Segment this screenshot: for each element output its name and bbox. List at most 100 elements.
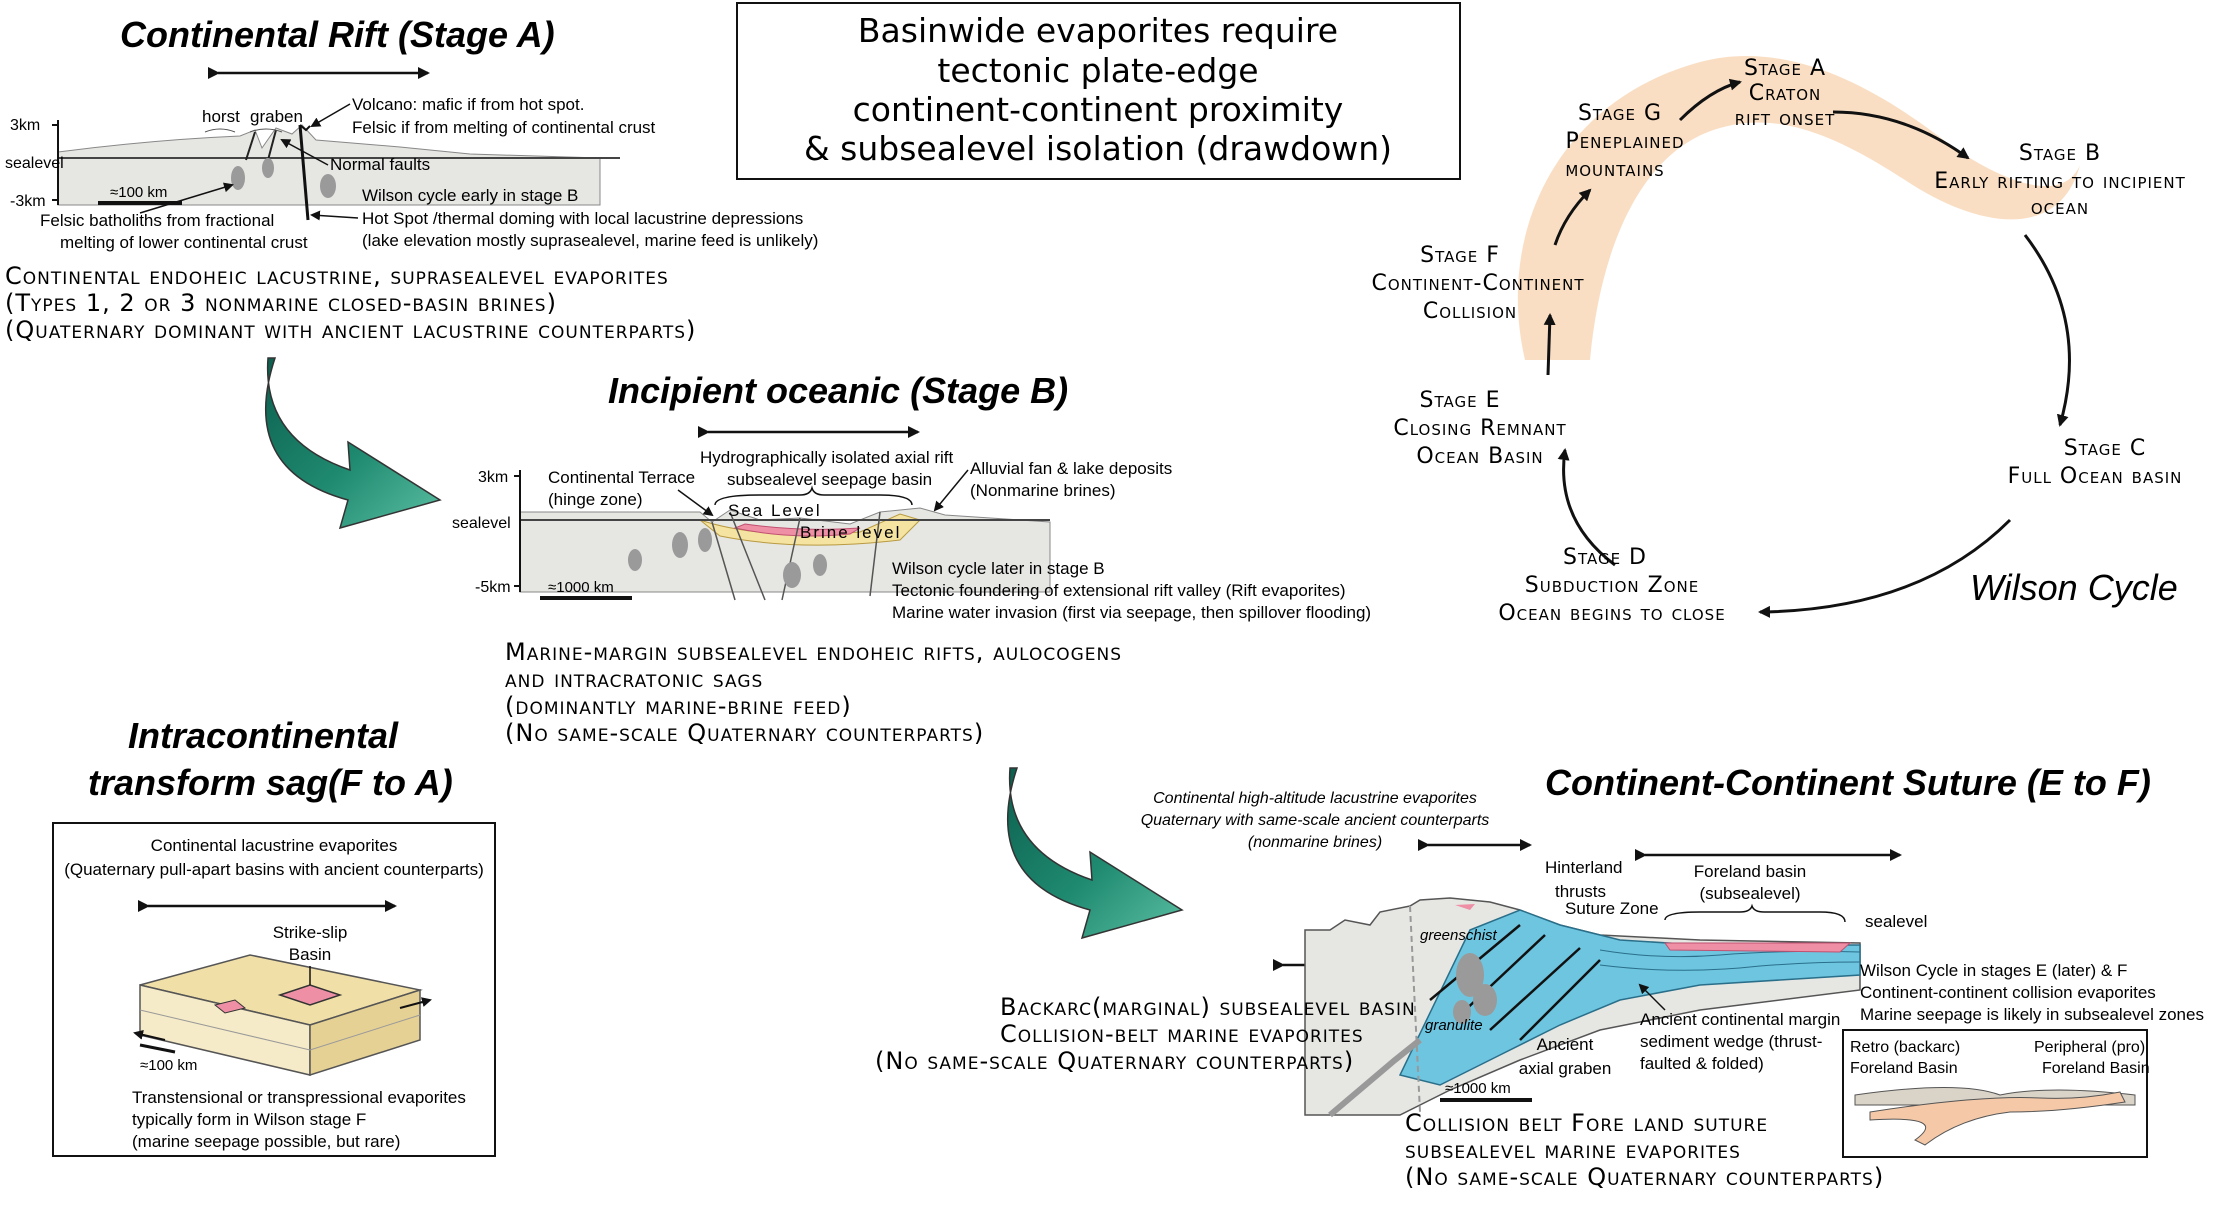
- stage-b-note-3: Marine water invasion (first via seepage…: [892, 603, 1371, 622]
- transform-note-2: typically form in Wilson stage F: [132, 1110, 366, 1129]
- stage-b-axis-mid: sealevel: [452, 515, 511, 532]
- cycle-stage-e: Stage E Closing Remnant Ocean Basin: [1393, 388, 1565, 469]
- svg-text:Ocean Basin: Ocean Basin: [1416, 444, 1543, 469]
- stage-b-terrace-1: Continental Terrace: [548, 468, 695, 487]
- svg-text:Craton: Craton: [1749, 81, 1821, 106]
- svg-text:Subduction Zone: Subduction Zone: [1525, 573, 1699, 598]
- stage-b-title: Incipient oceanic (Stage B): [608, 370, 1068, 411]
- stage-a-scale-label: ≈100 km: [110, 184, 167, 201]
- transform-basin-1: Strike-slip: [273, 923, 348, 942]
- transform-box-1: Continental lacustrine evaporites: [151, 836, 398, 855]
- stage-b-scale-label: ≈1000 km: [548, 579, 614, 596]
- svg-text:Stage B: Stage B: [2019, 141, 2101, 166]
- svg-text:Full Ocean basin: Full Ocean basin: [2008, 464, 2183, 489]
- svg-text:Early rifting to incipient: Early rifting to incipient: [1934, 169, 2186, 194]
- inset-peri-2: Foreland Basin: [2042, 1060, 2150, 1077]
- suture-sealevel: sealevel: [1865, 912, 1927, 931]
- stage-b-brine-level: Brine level: [800, 523, 901, 542]
- suture-foreland-caption-2: subsealevel marine evaporites: [1405, 1136, 1741, 1164]
- stage-b-axis-top: 3km: [478, 469, 508, 486]
- stage-b-caption-2: and intracratonic sags: [505, 665, 763, 693]
- stage-a-hotspot-2: (lake elevation mostly suprasealevel, ma…: [362, 231, 818, 250]
- stage-b-panel: Incipient oceanic (Stage B) 3km sealevel…: [452, 370, 1371, 747]
- svg-text:Stage A: Stage A: [1744, 56, 1826, 81]
- header-line-3: continent-continent proximity: [853, 90, 1344, 129]
- suture-foreland-1: Foreland basin: [1694, 862, 1806, 881]
- inset-peri-1: Peripheral (pro): [2034, 1039, 2145, 1056]
- stage-b-hydro-2: subsealevel seepage basin: [727, 470, 932, 489]
- suture-graben-1: Ancient: [1537, 1035, 1594, 1054]
- stage-a-caption-2: (Types 1, 2 or 3 nonmarine closed-basin …: [5, 289, 557, 317]
- svg-text:mountains: mountains: [1565, 157, 1664, 182]
- cycle-arrow-b-c: [2023, 234, 2071, 427]
- suture-hinterland-1: Hinterland: [1545, 858, 1623, 877]
- suture-backarc-2: Collision-belt marine evaporites: [1000, 1020, 1364, 1048]
- transform-note-1: Transtensional or transpressional evapor…: [132, 1088, 466, 1107]
- stage-b-alluvial-2: (Nonmarine brines): [970, 481, 1116, 500]
- header-line-2: tectonic plate-edge: [937, 51, 1258, 90]
- inset-retro-1: Retro (backarc): [1850, 1039, 1960, 1056]
- transform-scale: ≈100 km: [140, 1057, 197, 1074]
- cycle-arrow-a-b: [1832, 110, 1970, 160]
- suture-wedge-1: Ancient continental margin: [1640, 1010, 1840, 1029]
- suture-panel: Continent-Continent Suture (E to F) Cont…: [875, 762, 2204, 1191]
- stage-b-caption-4: (No same-scale Quaternary counterparts): [505, 719, 984, 747]
- stage-a-graben: graben: [250, 107, 303, 126]
- svg-text:Collision: Collision: [1423, 299, 1517, 324]
- header-box: Basinwide evaporites require tectonic pl…: [736, 2, 1461, 180]
- stage-a-axis-bottom: -3km: [10, 193, 46, 210]
- svg-text:Stage D: Stage D: [1563, 545, 1647, 570]
- stage-b-alluvial-1: Alluvial fan & lake deposits: [970, 459, 1172, 478]
- suture-highalt-1: Continental high-altitude lacustrine eva…: [1153, 790, 1477, 807]
- header-line-1: Basinwide evaporites require: [858, 11, 1338, 50]
- svg-text:Stage G: Stage G: [1578, 101, 1662, 126]
- stage-a-volcano-1: Volcano: mafic if from hot spot.: [352, 95, 584, 114]
- stage-a-axis-top: 3km: [10, 117, 40, 134]
- stage-a-volcano-2: Felsic if from melting of continental cr…: [352, 118, 656, 137]
- transform-note-3: (marine seepage possible, but rare): [132, 1132, 400, 1151]
- suture-wilson-1: Wilson Cycle in stages E (later) & F: [1860, 961, 2127, 980]
- stage-a-axis-mid: sealevel: [5, 155, 64, 172]
- suture-wilson-3: Marine seepage is likely in subsealevel …: [1860, 1005, 2204, 1024]
- suture-granulite: granulite: [1425, 1017, 1483, 1034]
- svg-text:Stage C: Stage C: [2064, 436, 2146, 461]
- cycle-arrow-g-a: [1678, 78, 1742, 122]
- svg-text:Stage F: Stage F: [1420, 243, 1500, 268]
- svg-text:rift onset: rift onset: [1735, 106, 1836, 131]
- suture-suture-zone: Suture Zone: [1565, 899, 1659, 918]
- suture-foreland-evaporite: [1664, 942, 1852, 953]
- cycle-stage-c: Stage C Full Ocean basin: [2008, 436, 2183, 489]
- stage-a-crust: [57, 124, 601, 206]
- stage-a-batholith: [231, 166, 245, 190]
- cycle-arrow-c-d: [1758, 518, 2012, 618]
- suture-title: Continent-Continent Suture (E to F): [1545, 762, 2151, 803]
- stage-a-normal-faults: Normal faults: [330, 155, 430, 174]
- cycle-stage-b: Stage B Early rifting to incipient ocean: [1934, 141, 2186, 220]
- svg-text:Stage E: Stage E: [1420, 388, 1501, 413]
- suture-hinterland-2: thrusts: [1555, 882, 1606, 901]
- stage-b-note-1: Wilson cycle later in stage B: [892, 559, 1105, 578]
- stage-b-hydro-1: Hydrographically isolated axial rift: [700, 448, 954, 467]
- stage-a-volcano-conduit: [298, 124, 310, 221]
- foreland-inset: Retro (backarc) Foreland Basin Periphera…: [1842, 1029, 2150, 1158]
- cycle-stage-d: Stage D Subduction Zone Ocean begins to …: [1498, 545, 1724, 626]
- suture-greenschist: greenschist: [1420, 927, 1498, 944]
- svg-text:ocean: ocean: [2031, 195, 2089, 220]
- suture-backarc-3: (No same-scale Quaternary counterparts): [875, 1047, 1354, 1075]
- suture-foreland-caption-3: (No same-scale Quaternary counterparts): [1405, 1163, 1884, 1191]
- wilson-cycle: Stage A Craton rift onset Stage B Early …: [1371, 55, 2186, 626]
- transform-basin-2: Basin: [289, 945, 332, 964]
- arrow-stage-b-to-suture: [1006, 767, 1184, 940]
- stage-a-hotspot-1: Hot Spot /thermal doming with local lacu…: [362, 209, 803, 228]
- suture-foreland-caption-1: Collision belt Fore land suture: [1405, 1109, 1768, 1137]
- cycle-stage-g: Stage G Peneplained mountains: [1565, 101, 1683, 182]
- cycle-arrow-d-e: [1557, 448, 1616, 567]
- stage-b-terrace-2: (hinge zone): [548, 490, 643, 509]
- stage-b-sea-level: Sea Level: [728, 501, 822, 520]
- transform-basin: [277, 984, 343, 1006]
- stage-a-horst: horst: [202, 107, 240, 126]
- stage-a-caption-3: (Quaternary dominant with ancient lacust…: [5, 316, 696, 344]
- wilson-cycle-band: [1517, 55, 2080, 361]
- header-line-4: & subsealevel isolation (drawdown): [804, 129, 1392, 168]
